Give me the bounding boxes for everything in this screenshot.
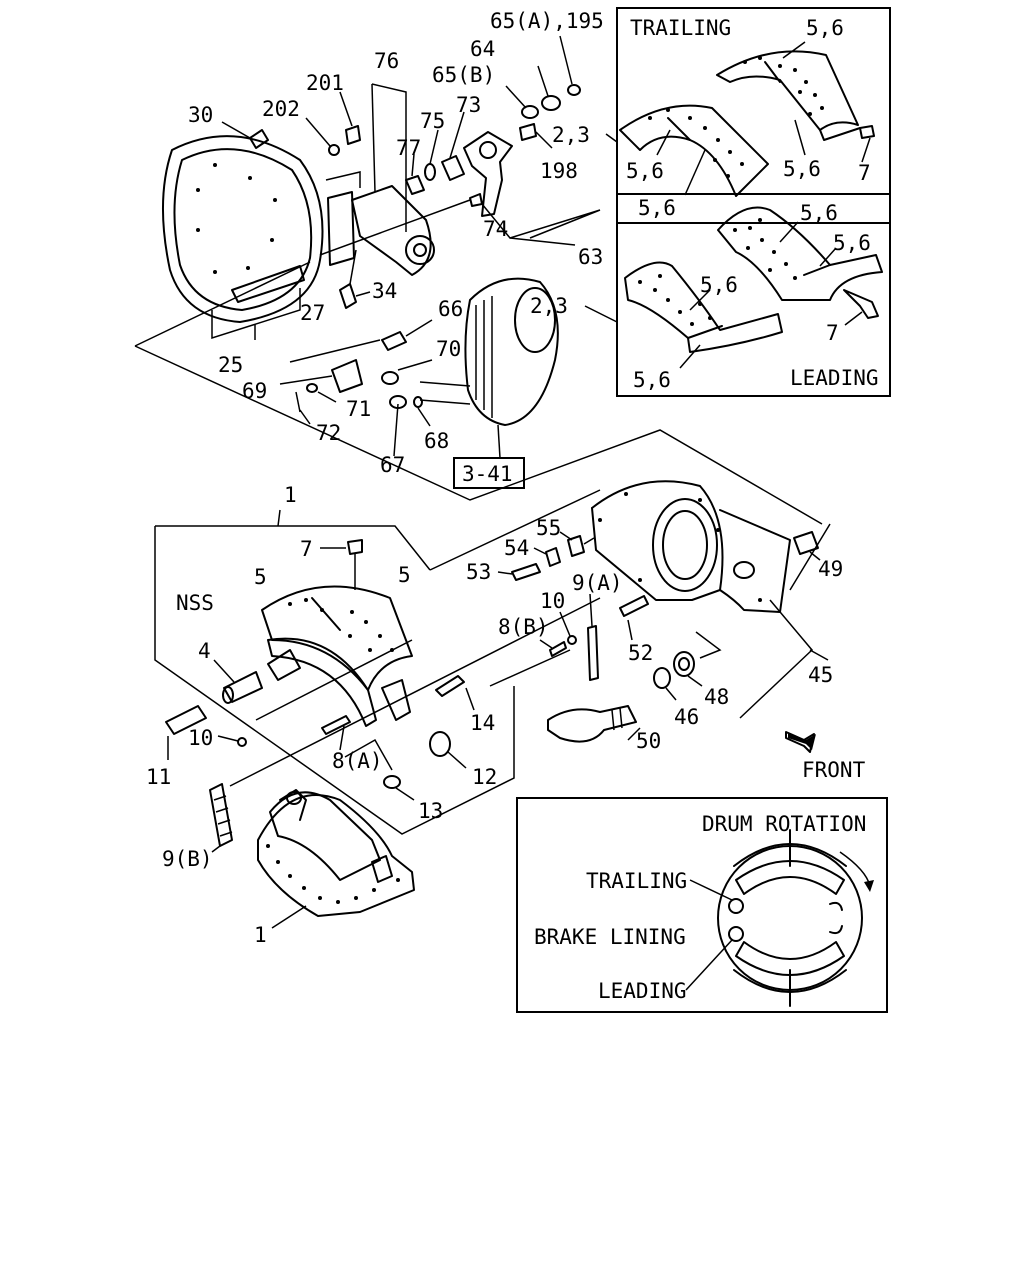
trailing-label-5-6-top: 5,6 xyxy=(806,16,844,40)
label-25: 25 xyxy=(218,353,243,377)
leading-label-5-6-middle: 5,6 xyxy=(700,273,738,297)
label-69: 69 xyxy=(242,379,267,403)
trailing-label-7: 7 xyxy=(858,161,871,185)
leading-label-5-6-top: 5,6 xyxy=(800,201,838,225)
trailing-lining-inset: TRAILING 5,6 5,6 5,6 5,6 7 xyxy=(616,7,891,224)
label-71: 71 xyxy=(346,397,371,421)
label-68: 68 xyxy=(424,429,449,453)
label-45: 45 xyxy=(808,663,833,687)
label-12: 12 xyxy=(472,765,497,789)
label-63: 63 xyxy=(578,245,603,269)
label-5-right: 5 xyxy=(398,563,411,587)
upper-assembly xyxy=(134,35,823,525)
label-nss: NSS xyxy=(176,591,214,615)
label-13: 13 xyxy=(418,799,443,823)
ref-3-41: 3-41 xyxy=(462,462,513,486)
label-70: 70 xyxy=(436,337,461,361)
trailing-label-5-6-left: 5,6 xyxy=(626,159,664,183)
label-1-bottom: 1 xyxy=(254,923,267,947)
drum-rotation-label: DRUM ROTATION xyxy=(702,812,866,836)
brake-lining-label: BRAKE LINING xyxy=(534,925,686,949)
label-11: 11 xyxy=(146,765,171,789)
label-2-3-mid: 2,3 xyxy=(530,294,568,318)
label-8a: 8(A) xyxy=(332,749,383,773)
label-53: 53 xyxy=(466,560,491,584)
label-34: 34 xyxy=(372,279,397,303)
label-10-top: 10 xyxy=(540,589,565,613)
label-14: 14 xyxy=(470,711,495,735)
trailing-label-5-6-right: 5,6 xyxy=(783,157,821,181)
label-7: 7 xyxy=(300,537,313,561)
label-1-top: 1 xyxy=(284,483,297,507)
label-49: 49 xyxy=(818,557,843,581)
label-77: 77 xyxy=(396,136,421,160)
label-9a: 9(A) xyxy=(572,571,623,595)
leading-label-5-6-right: 5,6 xyxy=(833,231,871,255)
label-10-left: 10 xyxy=(188,726,213,750)
label-75: 75 xyxy=(420,109,445,133)
trailing-label-5-6-bottom: 5,6 xyxy=(638,196,676,220)
label-54: 54 xyxy=(504,536,529,560)
label-4: 4 xyxy=(198,639,211,663)
trailing-label: TRAILING xyxy=(586,869,687,893)
label-50: 50 xyxy=(636,729,661,753)
leading-label-7: 7 xyxy=(826,321,839,345)
label-76: 76 xyxy=(374,49,399,73)
label-73: 73 xyxy=(456,93,481,117)
label-202: 202 xyxy=(262,97,300,121)
leading-label-5-6-bottom: 5,6 xyxy=(633,368,671,392)
label-198: 198 xyxy=(540,159,578,183)
label-2-3-top: 2,3 xyxy=(552,123,590,147)
label-66: 66 xyxy=(438,297,463,321)
leading-inset-title: LEADING xyxy=(790,366,879,390)
drum-rotation-inset: DRUM ROTATION TRAILING BRAKE LINING LEAD… xyxy=(516,797,888,1013)
label-front: FRONT xyxy=(802,758,866,782)
label-55: 55 xyxy=(536,516,561,540)
label-8b: 8(B) xyxy=(498,615,549,639)
label-65a-195: 65(A),195 xyxy=(490,9,604,33)
label-5-left: 5 xyxy=(254,565,267,589)
leading-label: LEADING xyxy=(598,979,687,1003)
label-65b: 65(B) xyxy=(432,63,495,87)
label-30: 30 xyxy=(188,103,213,127)
label-74: 74 xyxy=(483,217,508,241)
leading-lining-inset: LEADING 5,6 5,6 5,6 5,6 7 xyxy=(616,193,891,397)
lower-assembly xyxy=(154,480,831,929)
label-48: 48 xyxy=(704,685,729,709)
label-52: 52 xyxy=(628,641,653,665)
label-9b: 9(B) xyxy=(162,847,213,871)
label-201: 201 xyxy=(306,71,344,95)
label-64: 64 xyxy=(470,37,495,61)
label-67: 67 xyxy=(380,453,405,477)
trailing-inset-title: TRAILING xyxy=(630,16,731,40)
label-46: 46 xyxy=(674,705,699,729)
label-72: 72 xyxy=(316,421,341,445)
label-27: 27 xyxy=(300,301,325,325)
